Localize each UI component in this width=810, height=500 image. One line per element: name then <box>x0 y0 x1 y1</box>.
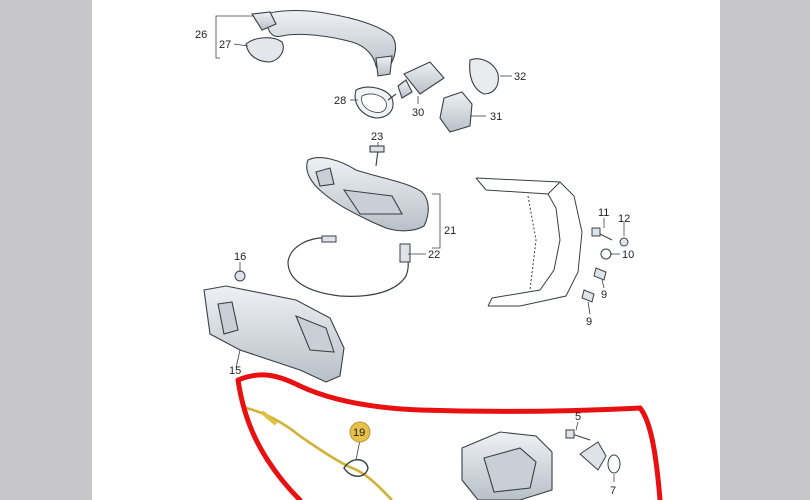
callout-22: 22 <box>428 249 440 261</box>
screw-part-5 <box>565 429 591 441</box>
callout-12: 12 <box>618 213 630 225</box>
cable-part-22 <box>287 237 409 297</box>
handle-carrier-part-21 <box>306 157 429 232</box>
inside-handle-part-15 <box>203 285 345 383</box>
leader-lines <box>215 15 625 482</box>
door-lock-assembly <box>461 431 553 500</box>
handle-cover-part-27 <box>245 37 284 63</box>
screw-part-23 <box>369 145 385 167</box>
callout-15: 15 <box>229 365 241 377</box>
callout-30: 30 <box>412 107 424 119</box>
callout-32: 32 <box>514 71 526 83</box>
callout-27: 27 <box>219 39 231 51</box>
door-frame-section <box>475 177 583 307</box>
callout-23: 23 <box>371 131 383 143</box>
clip-part-16 <box>234 270 246 282</box>
red-highlight-outline <box>235 372 663 500</box>
callout-9b: 9 <box>586 316 592 328</box>
cap-part-32 <box>469 58 499 95</box>
callout-10: 10 <box>622 249 634 261</box>
callout-21: 21 <box>444 225 456 237</box>
callout-7: 7 <box>610 485 616 497</box>
callout-31: 31 <box>490 111 502 123</box>
lock-cylinder-part-30 <box>387 61 445 101</box>
callout-5: 5 <box>575 411 581 423</box>
bracket-lower <box>579 441 607 471</box>
highlight-badge-19 <box>349 421 371 443</box>
callout-11: 11 <box>598 207 609 219</box>
release-cable-part-19 <box>245 406 394 500</box>
callout-28: 28 <box>334 95 346 107</box>
outer-door-handle-part-26 <box>251 10 397 77</box>
callout-9a: 9 <box>601 289 607 301</box>
callout-19: 19 <box>353 427 365 439</box>
frame-fasteners <box>581 227 629 303</box>
grommet-part-7 <box>607 454 621 474</box>
callout-16: 16 <box>234 251 246 263</box>
callout-26: 26 <box>195 29 207 41</box>
bracket-part-31 <box>439 91 473 133</box>
